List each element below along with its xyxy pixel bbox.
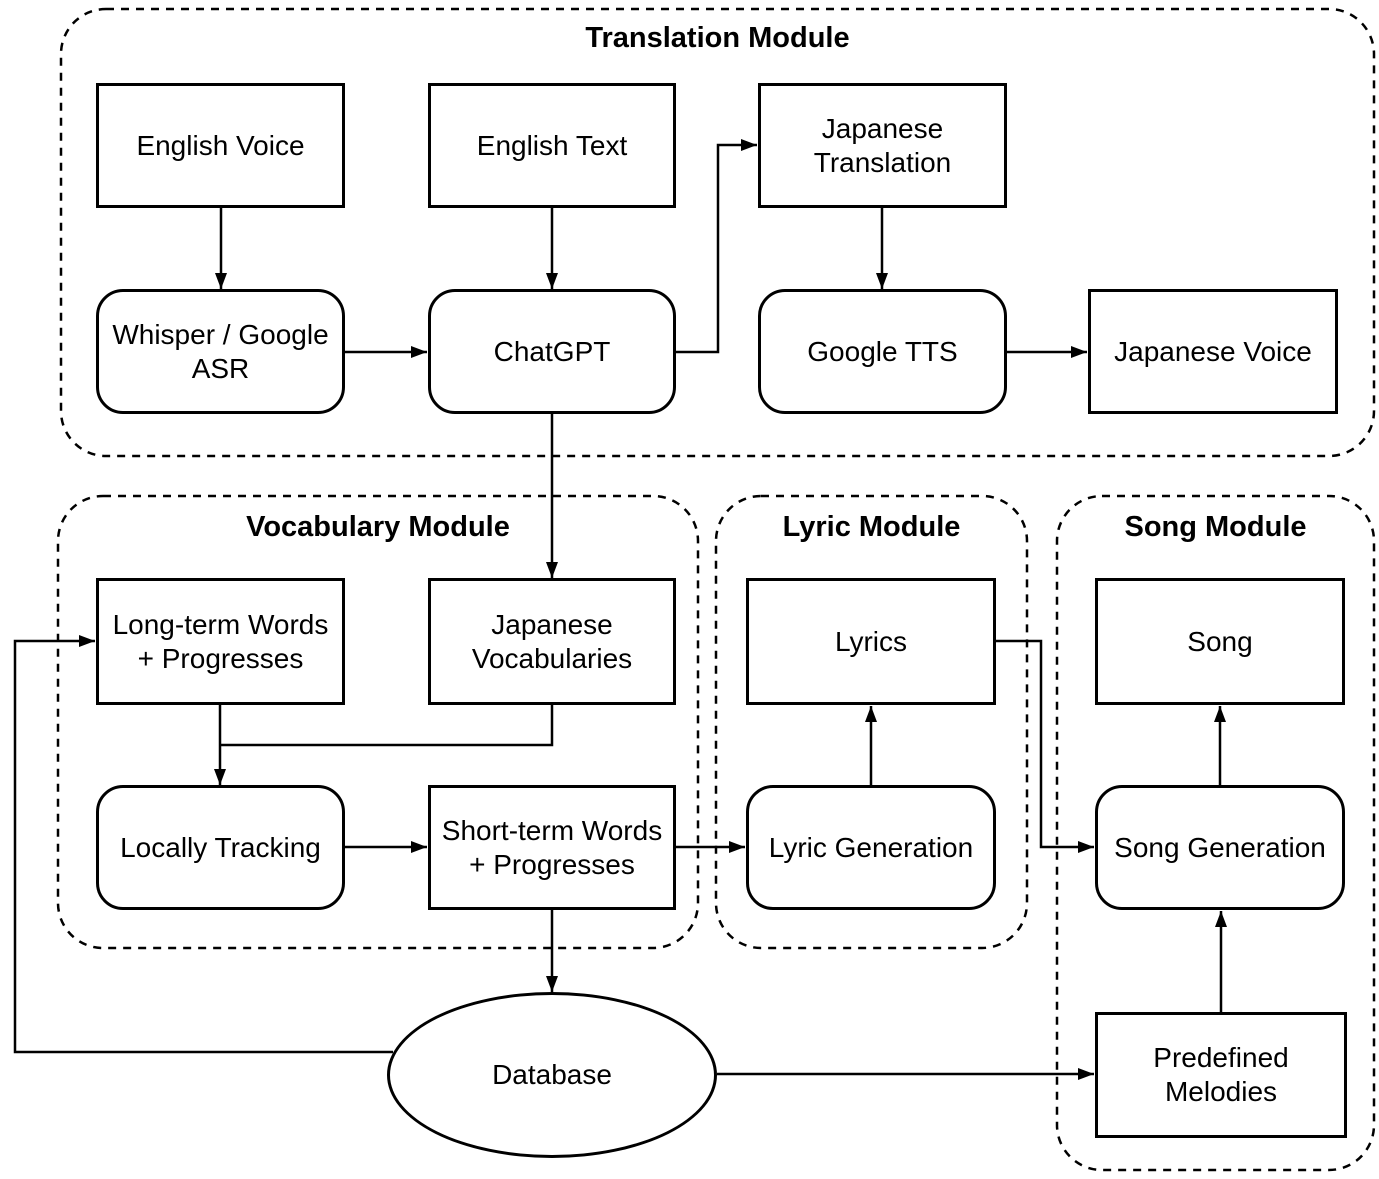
- module-title-translation: Translation Module: [585, 22, 850, 54]
- edge-chatgpt-to-japanese-translation: [676, 139, 757, 354]
- node-locally-tracking: Locally Tracking: [96, 785, 345, 910]
- node-lyrics: Lyrics: [746, 578, 996, 705]
- module-title-vocabulary: Vocabulary Module: [246, 511, 510, 543]
- node-song: Song: [1095, 578, 1345, 705]
- node-song-generation: Song Generation: [1095, 785, 1345, 910]
- node-japanese-vocabularies: Japanese Vocabularies: [428, 578, 676, 705]
- node-chatgpt: ChatGPT: [428, 289, 676, 414]
- edge-lyrics-to-song-generation: [996, 639, 1094, 853]
- node-google-tts: Google TTS: [758, 289, 1007, 414]
- module-lyric-outline: [714, 494, 1029, 950]
- node-japanese-translation: Japanese Translation: [758, 83, 1007, 208]
- node-database: Database: [387, 992, 717, 1158]
- node-whisper-google-asr: Whisper / Google ASR: [96, 289, 345, 414]
- module-title-lyric: Lyric Module: [782, 511, 961, 543]
- node-long-term-words: Long-term Words + Progresses: [96, 578, 345, 705]
- node-japanese-voice: Japanese Voice: [1088, 289, 1338, 414]
- node-short-term-words: Short-term Words + Progresses: [428, 785, 676, 910]
- edge-japanese-vocabularies-to-junction: [220, 705, 554, 747]
- module-song-outline: [1055, 494, 1376, 1172]
- edge-database-to-long-term: [13, 635, 393, 1054]
- module-translation-outline: [59, 7, 1376, 458]
- node-english-text: English Text: [428, 83, 676, 208]
- module-title-song: Song Module: [1124, 511, 1307, 543]
- node-english-voice: English Voice: [96, 83, 345, 208]
- module-vocabulary-outline: [56, 494, 700, 950]
- node-predefined-melodies: Predefined Melodies: [1095, 1012, 1347, 1138]
- node-lyric-generation: Lyric Generation: [746, 785, 996, 910]
